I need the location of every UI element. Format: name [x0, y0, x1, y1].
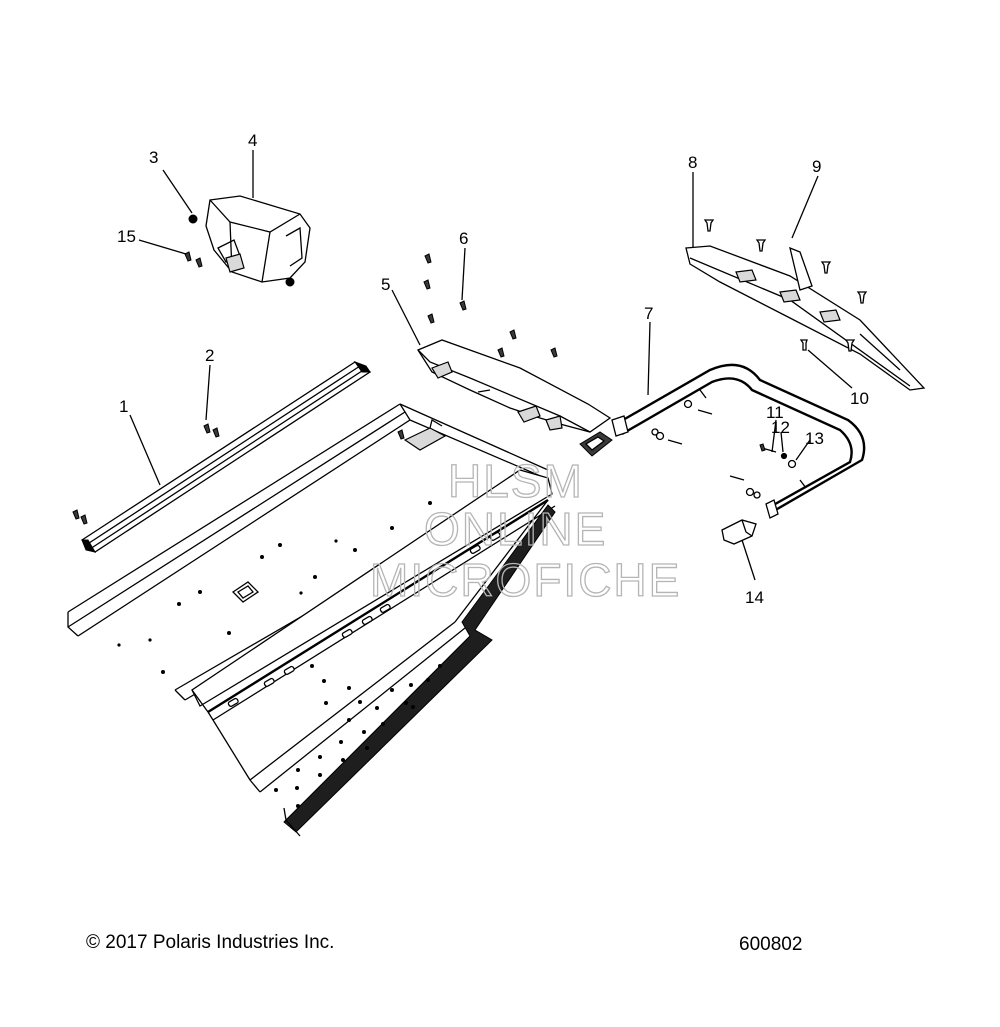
- watermark-line-2: ONLINE: [424, 503, 607, 555]
- tunnel-assembly: [67, 403, 556, 837]
- leader-lines: [129, 150, 853, 581]
- part-12-washer: [780, 452, 788, 460]
- callout-labels: 1 2 3 4 5 6 7 8 9 10 11 12 13 14 15: [117, 131, 869, 607]
- callout-11: 11: [766, 403, 784, 422]
- callout-3: 3: [149, 148, 158, 167]
- watermark: HLSM ONLINE MICROFICHE: [369, 454, 681, 606]
- part-3-fastener: [188, 214, 295, 287]
- callout-9: 9: [812, 157, 821, 176]
- part-5-bracket: [417, 339, 612, 433]
- callout-2: 2: [205, 346, 214, 365]
- watermark-line-3: MICROFICHE: [370, 554, 681, 606]
- part-9-rivets: [703, 219, 868, 352]
- part-2-screws: [72, 423, 405, 525]
- callout-14: 14: [745, 588, 764, 607]
- part-6-screws: [423, 253, 558, 358]
- callout-1: 1: [119, 397, 128, 416]
- tunnel-slots: [227, 531, 501, 708]
- callout-8: 8: [688, 153, 697, 172]
- callout-15: 15: [117, 227, 136, 246]
- callout-12: 12: [771, 418, 790, 437]
- part-1-rail-strip: [80, 360, 372, 553]
- callout-10: 10: [850, 389, 869, 408]
- part-7-bumper: [611, 363, 866, 519]
- bumper-hardware: [651, 399, 761, 499]
- part-14-clip: [721, 519, 757, 545]
- watermark-line-1: HLSM: [448, 455, 584, 507]
- callout-4: 4: [248, 131, 257, 150]
- part-15-screws: [184, 251, 203, 268]
- part-11-bolt: [759, 443, 777, 453]
- bumper-mount: [579, 431, 613, 457]
- part-8-flap-bar: [685, 245, 926, 391]
- callout-13: 13: [805, 429, 824, 448]
- callout-5: 5: [381, 275, 390, 294]
- callout-7: 7: [644, 304, 653, 323]
- copyright-text: © 2017 Polaris Industries Inc.: [86, 932, 335, 953]
- part-13-nut: [787, 459, 797, 469]
- drawing-number: 600802: [739, 934, 803, 955]
- part-4-cover: [205, 195, 311, 283]
- tunnel-holes: [117, 501, 442, 808]
- part-10-fastener: [799, 339, 808, 351]
- callout-6: 6: [459, 229, 468, 248]
